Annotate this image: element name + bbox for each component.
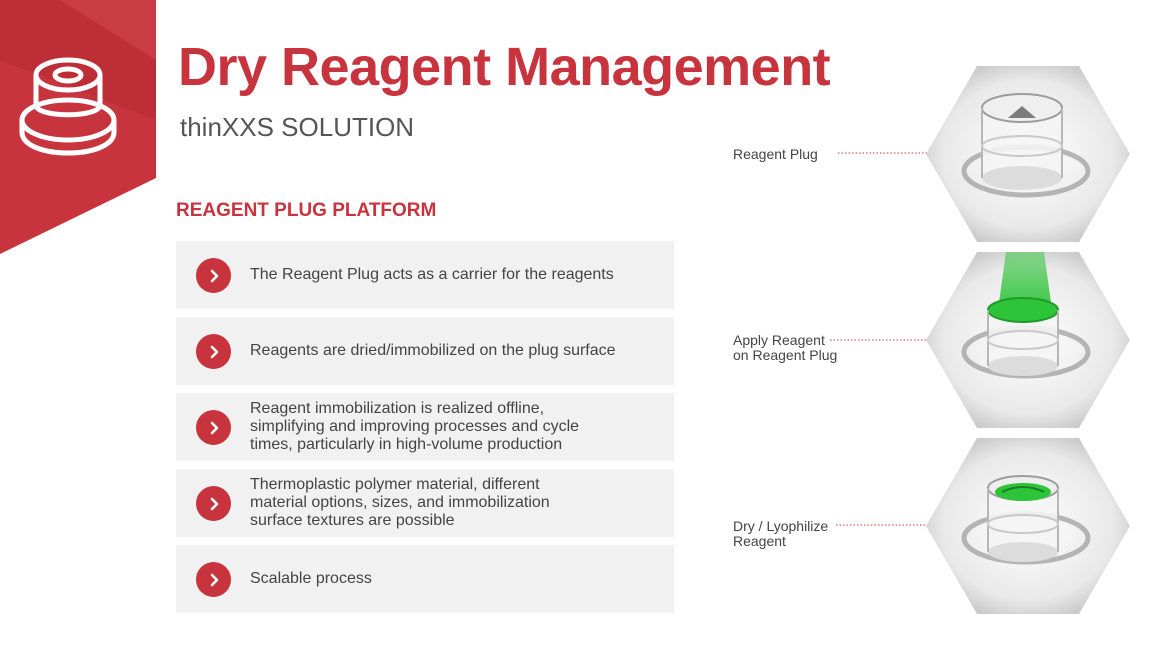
dry-reagent-image: [926, 438, 1130, 614]
corner-banner: [0, 0, 156, 254]
list-item: Reagents are dried/immobilized on the pl…: [176, 317, 674, 385]
chevron-right-icon: [196, 486, 231, 521]
section-heading: REAGENT PLUG PLATFORM: [176, 200, 437, 221]
apply-reagent-image: [926, 252, 1130, 428]
page-subtitle: thinXXS SOLUTION: [180, 112, 415, 142]
reagent-plug-image: [926, 66, 1130, 242]
list-item: Reagent immobilization is realized offli…: [176, 393, 674, 461]
list-item-text: Scalable process: [250, 570, 372, 587]
list-item-text: Thermoplastic polymer material, differen…: [250, 476, 550, 529]
list-item-text: Reagent immobilization is realized offli…: [250, 400, 580, 453]
chevron-right-icon: [196, 258, 231, 293]
feature-list: The Reagent Plug acts as a carrier for t…: [176, 241, 674, 621]
chevron-right-icon: [196, 562, 231, 597]
step-label-reagent-plug: Reagent Plug: [733, 146, 818, 162]
chevron-right-icon: [196, 334, 231, 369]
step-label-dry-reagent: Dry / Lyophilize Reagent: [733, 518, 829, 549]
list-item-text: The Reagent Plug acts as a carrier for t…: [250, 266, 614, 283]
list-item-text: Reagents are dried/immobilized on the pl…: [250, 342, 616, 359]
step-label-apply-reagent: Apply Reagent on Reagent Plug: [733, 332, 838, 363]
reagent-plug-icon: [19, 57, 117, 156]
list-item: The Reagent Plug acts as a carrier for t…: [176, 241, 674, 309]
page-title: Dry Reagent Management: [178, 37, 831, 97]
list-item: Thermoplastic polymer material, differen…: [176, 469, 674, 537]
list-item: Scalable process: [176, 545, 674, 613]
chevron-right-icon: [196, 410, 231, 445]
